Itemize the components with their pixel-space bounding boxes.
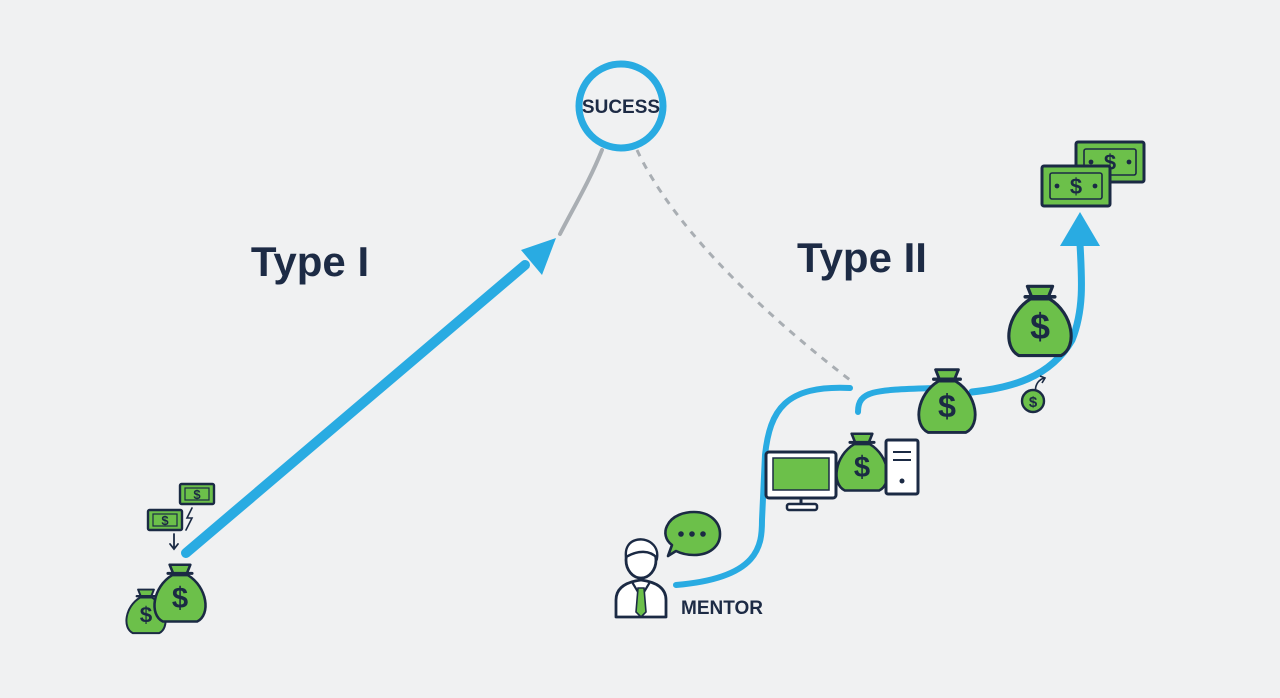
type2-money-bag-icon: $ [917,368,977,435]
type1-connector-line [558,148,604,236]
money-bag-symbol: $ [140,603,153,628]
type2-coin-icon: $ [1020,375,1047,414]
type2-winding-path [855,385,938,415]
money-bag-symbol: $ [854,452,870,484]
type1-label: Type I [251,238,369,285]
type2-winding-path [673,384,853,588]
money-bag-symbol: $ [938,388,956,424]
type1-banknote-symbol: $ [161,513,169,528]
money-bag-symbol: $ [172,583,188,615]
type1-arrow-head [521,238,556,275]
type2-label: Type II [797,234,927,281]
type2-banknote-symbol: $ [1070,174,1082,199]
type2-money-bag-icon: $ [1007,284,1073,358]
coin-symbol: $ [1029,394,1038,411]
computer-monitor-icon [764,450,838,512]
type2-connector-line [635,149,851,382]
success-node: SUCESS [575,60,667,152]
type2-arrow-head [1060,212,1100,246]
success-label: SUCESS [582,97,660,118]
drip-arrow-icon [169,533,179,551]
chat-bubble-icon [664,510,722,558]
money-bag-symbol: $ [1030,307,1050,347]
drip-arrow-icon [185,507,194,531]
type1-banknote-icon: $ [146,508,184,532]
type1-banknote-symbol: $ [193,487,201,502]
type1-banknote-icon: $ [178,482,216,506]
type1-arrow-shaft [181,260,530,558]
type1-money-bag-icon: $ [152,563,208,624]
computer-tower-icon [884,438,920,496]
mentor-label: MENTOR [681,598,763,619]
type1-money-bag-icon: $ [125,588,167,635]
success-ring [575,60,667,152]
type2-banknote-icon: $ [1040,164,1112,208]
type2-money-bag-icon: $ [834,432,890,493]
mentor-person-icon [614,538,668,619]
